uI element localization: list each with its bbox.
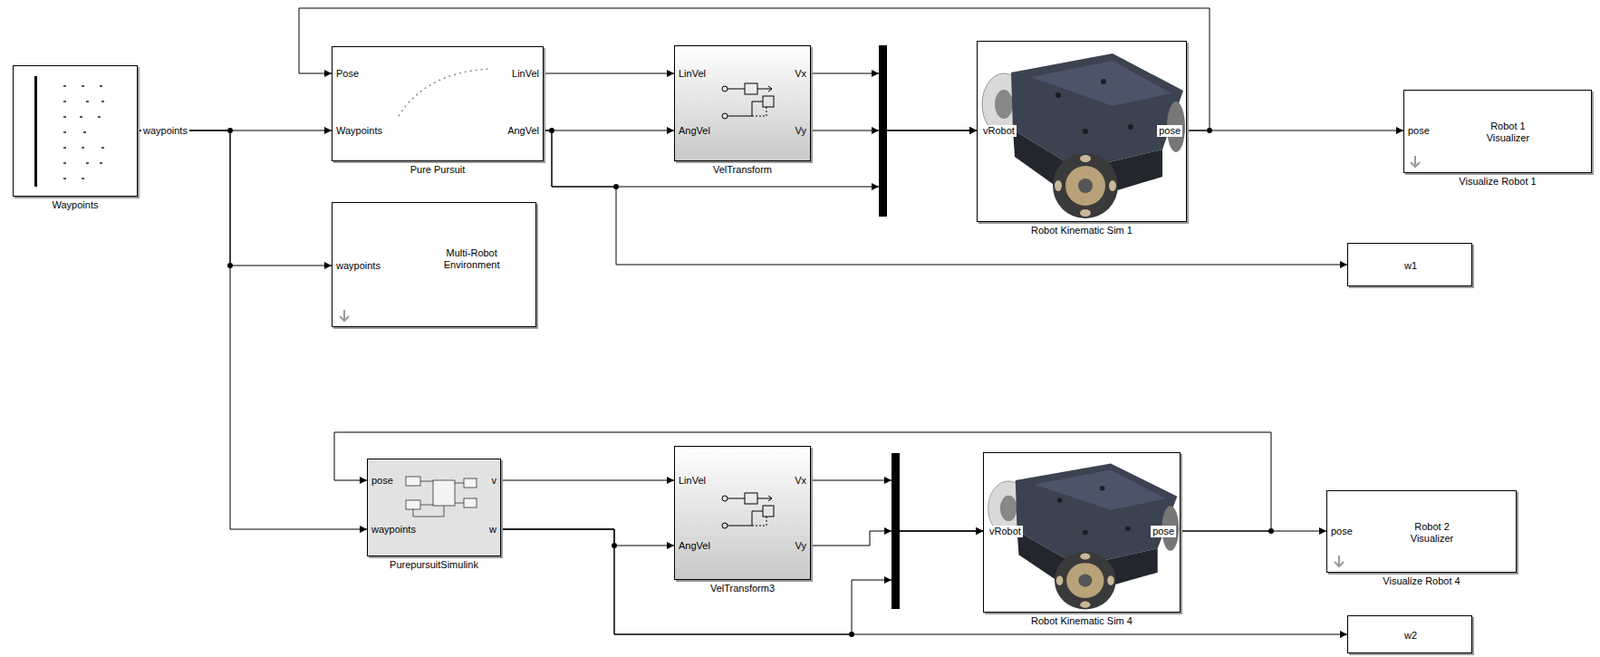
signal-line <box>543 73 675 75</box>
port-label: pose <box>1150 525 1176 538</box>
block-name: Waypoints <box>52 199 99 212</box>
port-label: Waypoints <box>336 125 383 137</box>
port-label: AngVel <box>507 125 540 137</box>
port-label: Vx <box>794 67 807 80</box>
simulink-block: posewaypointsvwPurepursuitSimulink <box>366 458 502 557</box>
pursuit-curve-icon <box>398 68 490 116</box>
simulink-block: vRobotposeRobot Kinematic Sim 4 <box>983 452 1181 613</box>
signal-line <box>137 130 332 266</box>
simulink-block: poseRobot 2 VisualizerVisualize Robot 4 <box>1326 490 1517 573</box>
port-label: Vy <box>795 125 807 137</box>
simulink-block: poseRobot 1 VisualizerVisualize Robot 1 <box>1403 89 1592 174</box>
mux-bar <box>878 45 887 217</box>
simulink-block: LinVelAngVelVxVyVelTransform3 <box>674 445 811 580</box>
block-name: PurepursuitSimulink <box>389 559 479 571</box>
port-label: LinVel <box>678 474 706 487</box>
block-name: Pure Pursuit <box>410 163 466 176</box>
simulink-block: waypoints Multi-Robot Environment <box>331 202 537 328</box>
port-label: pose <box>371 474 394 487</box>
block-text: Multi-Robot Environment <box>431 247 513 271</box>
simulink-block: PoseWaypointsLinVelAngVelPure Pursuit <box>331 46 544 162</box>
port-label: waypoints <box>371 523 416 536</box>
block-fill <box>674 45 811 162</box>
port-label: v <box>491 474 498 487</box>
schematic-icon <box>722 83 774 119</box>
signal-line <box>543 130 1348 265</box>
junction-dot <box>227 127 1274 637</box>
signal-line <box>1186 130 1404 132</box>
port-label: Vx <box>794 474 807 487</box>
signal-line <box>137 130 367 530</box>
port-label: pose <box>1330 525 1353 538</box>
port-label: AngVel <box>678 539 711 552</box>
block-name: VelTransform3 <box>710 582 775 595</box>
port-label: waypoints <box>141 125 190 137</box>
subsystem-icon <box>405 476 477 517</box>
port-label: AngVel <box>678 125 711 137</box>
simulink-block: w2 <box>1347 615 1473 654</box>
port-label: Pose <box>336 67 359 80</box>
block-fill <box>674 445 811 580</box>
port-label: LinVel <box>678 67 706 80</box>
port-label: pose <box>1407 125 1430 137</box>
simulink-block: LinVelAngVelVxVyVelTransform <box>674 45 811 162</box>
port-label: pose <box>1156 125 1183 137</box>
port-label: LinVel <box>511 67 540 80</box>
port-label: vRobot <box>987 525 1023 538</box>
block-name: Visualize Robot 1 <box>1458 175 1536 188</box>
schematic-icon <box>722 492 774 529</box>
mux-bar <box>891 453 900 609</box>
block-name: VelTransform <box>713 163 772 176</box>
block-name: Visualize Robot 4 <box>1382 575 1460 588</box>
simulink-block: vRobotposeRobot Kinematic Sim 1 <box>976 40 1187 222</box>
signal-line <box>810 130 977 132</box>
simulink-block: waypointsWaypoints <box>12 65 138 197</box>
mux-input-arrow <box>871 69 892 584</box>
matrix-icon <box>34 76 105 187</box>
mask-arrow-icon <box>339 155 1420 567</box>
block-text: Robot 2 Visualizer <box>1396 520 1469 545</box>
block-text: w1 <box>1383 260 1438 272</box>
port-label: waypoints <box>336 260 381 272</box>
port-label: Vy <box>795 539 807 552</box>
block-name: Robot Kinematic Sim 1 <box>1031 224 1133 237</box>
robot-image <box>988 462 1180 609</box>
signal-line <box>501 480 675 482</box>
robot-image <box>982 53 1186 219</box>
simulink-block: w1 <box>1347 242 1473 287</box>
block-name: Robot Kinematic Sim 4 <box>1031 615 1133 627</box>
block-text: Robot 1 Visualizer <box>1471 120 1544 145</box>
signal-line <box>501 529 675 546</box>
port-label: w <box>489 523 497 536</box>
signal-line <box>501 529 1348 635</box>
port-label: vRobot <box>981 125 1017 137</box>
block-fill <box>366 458 502 557</box>
signal-line <box>810 73 977 131</box>
signal-line <box>543 130 675 132</box>
block-text: w2 <box>1383 629 1438 642</box>
